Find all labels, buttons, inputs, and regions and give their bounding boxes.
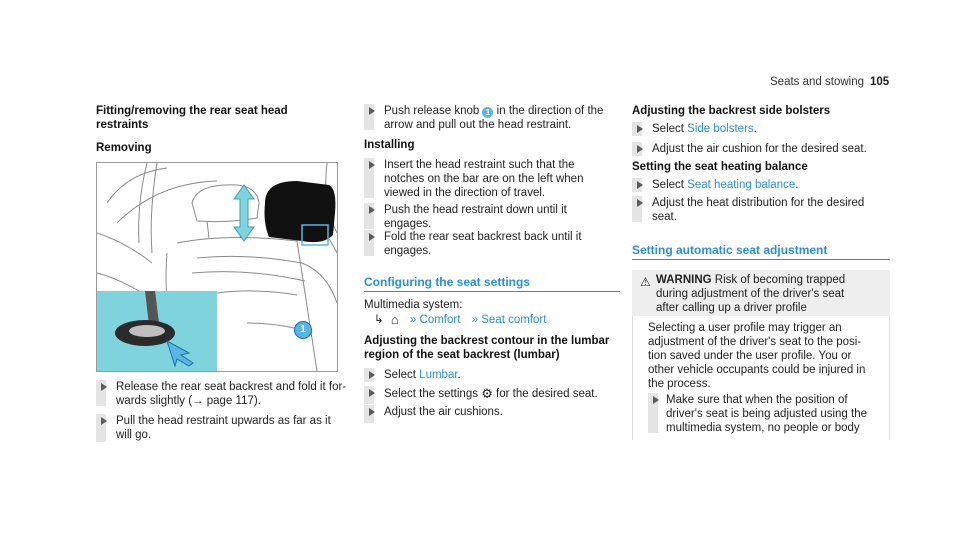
configuring-heading: Configuring the seat settings xyxy=(364,275,531,289)
step-push-knob: Push release knob 1 in the direction of … xyxy=(384,105,604,131)
gear-icon: ⚙ xyxy=(481,386,493,401)
step-push-down: Push the head restraint down until it en… xyxy=(384,204,567,230)
step-select-settings: Select the settings ⚙ for the desired se… xyxy=(384,386,598,401)
section-title: Seats and stowing xyxy=(770,76,864,88)
step-select-bolsters: Select Side bolsters. xyxy=(652,123,757,135)
step-arrow-icon xyxy=(637,181,643,189)
heading-rule xyxy=(632,259,890,260)
step-arrow-icon xyxy=(653,396,659,404)
path-return-icon: ↳ xyxy=(374,314,384,326)
step-insert: Insert the head restraint such that the … xyxy=(384,159,584,199)
path-seat-comfort: Seat comfort xyxy=(481,314,547,326)
bolsters-heading: Adjusting the backrest side bolsters xyxy=(632,105,831,117)
heating-heading: Setting the seat heating balance xyxy=(632,161,808,173)
path-chevron-icon: » xyxy=(409,314,417,326)
headrest-illustration: 1 xyxy=(96,162,338,372)
knob-callout-icon: 1 xyxy=(482,107,494,118)
step-bar xyxy=(648,393,659,433)
step-bar xyxy=(364,368,375,382)
step-release: Release the rear seat backrest and fold … xyxy=(116,381,347,407)
menu-path: ↳ ⌂ » Comfort » Seat comfort xyxy=(374,313,546,327)
step-arrow-icon xyxy=(369,389,375,397)
step-arrow-icon xyxy=(637,199,643,207)
step-arrow-icon xyxy=(101,383,107,391)
step-bar xyxy=(364,158,375,198)
home-icon: ⌂ xyxy=(390,312,399,327)
step-arrow-icon xyxy=(369,206,375,214)
step-bar xyxy=(632,196,643,222)
warning-text: WARNING Risk of becoming trapped during … xyxy=(656,274,846,314)
removing-heading: Removing xyxy=(96,142,152,154)
step-bar xyxy=(364,230,375,256)
step-bar xyxy=(364,203,375,229)
path-comfort: Comfort xyxy=(419,314,461,326)
step-bar xyxy=(96,380,107,406)
step-arrow-icon xyxy=(637,125,643,133)
step-arrow-icon xyxy=(369,408,375,416)
warning-body-border xyxy=(632,316,633,440)
step-bar xyxy=(632,178,643,192)
auto-adjust-heading: Setting automatic seat adjustment xyxy=(632,243,828,257)
heating-link: Seat heating balance xyxy=(687,179,796,191)
step-select-heating: Select Seat heating balance. xyxy=(652,179,799,191)
step-arrow-icon xyxy=(369,233,375,241)
running-header: Seats and stowing xyxy=(770,75,864,89)
installing-heading: Installing xyxy=(364,139,415,151)
step-bar xyxy=(364,386,375,404)
path-chevron-icon: » xyxy=(471,314,479,326)
callout-knob-icon: 1 xyxy=(294,321,312,339)
step-select-lumbar: Select Lumbar. xyxy=(384,369,461,381)
step-bar xyxy=(364,104,375,130)
section-title-fitting: Fitting/removing the rear seat head rest… xyxy=(96,105,288,131)
step-bar xyxy=(96,414,107,442)
step-air-cushions: Adjust the air cushions. xyxy=(384,406,503,418)
step-arrow-icon xyxy=(637,145,643,153)
warning-triangle-icon: ⚠ xyxy=(640,275,651,289)
step-bar xyxy=(632,142,643,156)
page-number: 105 xyxy=(870,76,890,88)
step-arrow-icon xyxy=(369,161,375,169)
side-bolsters-link: Side bolsters xyxy=(687,123,754,135)
step-arrow-icon xyxy=(101,417,107,425)
step-bar xyxy=(364,405,375,423)
lumbar-heading: Adjusting the backrest contour in the lu… xyxy=(364,335,610,361)
seat-drawing xyxy=(97,163,337,371)
warning-body-border-right xyxy=(889,316,890,440)
multimedia-label: Multimedia system: xyxy=(364,299,463,311)
step-heat-distribution: Adjust the heat distribution for the des… xyxy=(652,197,865,223)
step-arrow-icon xyxy=(369,371,375,379)
step-adjust-air: Adjust the air cushion for the desired s… xyxy=(652,143,867,155)
step-fold-back: Fold the rear seat backrest back until i… xyxy=(384,231,582,257)
step-pull: Pull the head restraint upwards as far a… xyxy=(116,415,331,441)
warning-box xyxy=(632,270,890,316)
lumbar-link: Lumbar xyxy=(419,369,458,381)
step-make-sure: Make sure that when the position of driv… xyxy=(666,394,868,434)
warning-body: Selecting a user profile may trigger an … xyxy=(648,322,866,390)
step-bar xyxy=(632,122,643,136)
step-arrow-icon xyxy=(369,107,375,115)
heading-rule xyxy=(364,291,620,292)
